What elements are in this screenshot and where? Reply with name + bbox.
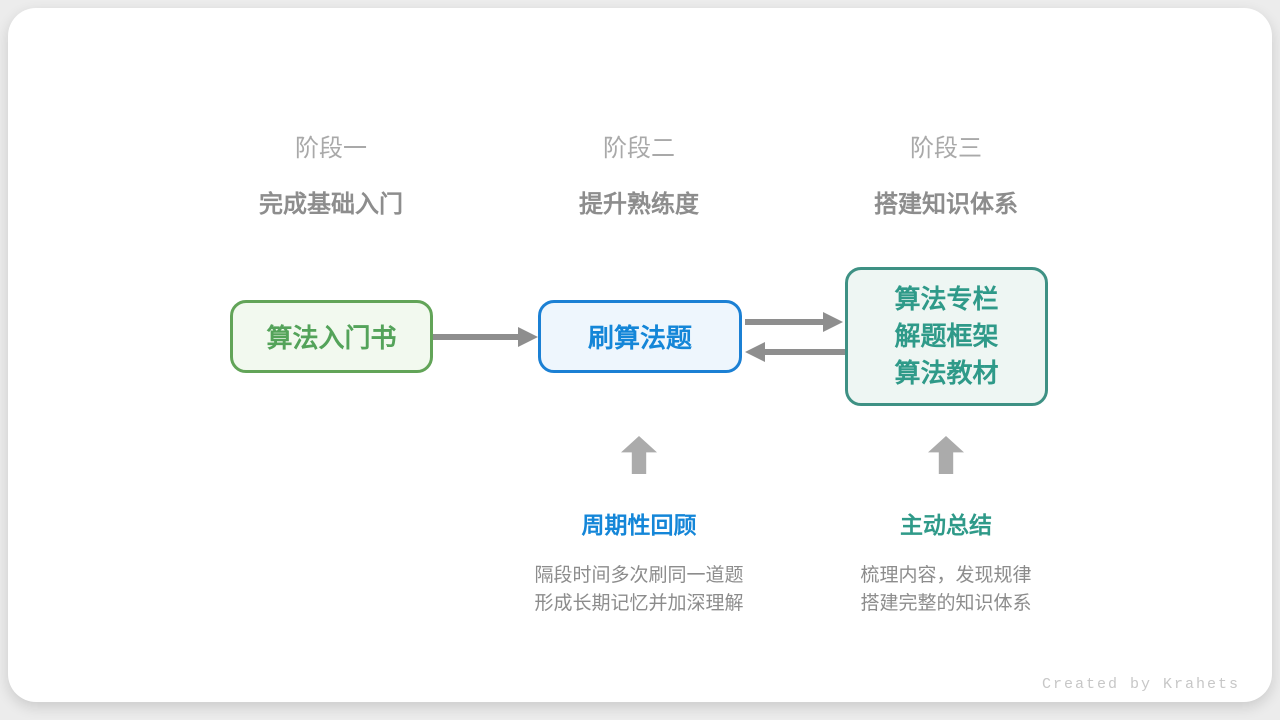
annotation-active-summary-desc: 梳理内容，发现规律 搭建完整的知识体系 bbox=[786, 562, 1106, 618]
arrow-head-right-icon bbox=[823, 312, 843, 332]
node-algorithm-intro-book-label: 算法入门书 bbox=[266, 323, 397, 353]
stage-2-label: 阶段二 bbox=[603, 135, 675, 162]
annotation-periodic-review-desc-line-1: 隔段时间多次刷同一道题 bbox=[534, 565, 744, 586]
annotation-active-summary-desc-line-1: 梳理内容，发现规律 bbox=[860, 565, 1032, 586]
node-algorithm-intro-book: 算法入门书 bbox=[230, 300, 433, 373]
arrow-shaft bbox=[763, 349, 845, 355]
stage-1-label: 阶段一 bbox=[295, 135, 367, 162]
arrow-shaft bbox=[745, 319, 825, 325]
annotation-periodic-review-desc: 隔段时间多次刷同一道题 形成长期记忆并加深理解 bbox=[479, 562, 799, 618]
stage-3-subtitle: 搭建知识体系 bbox=[874, 191, 1018, 218]
arrow-node3-to-node2 bbox=[745, 342, 845, 362]
node-knowledge-resources-line-3: 算法教材 bbox=[894, 358, 999, 388]
annotation-active-summary: 主动总结 梳理内容，发现规律 搭建完整的知识体系 bbox=[786, 506, 1106, 618]
stage-header-2: 阶段二 提升熟练度 bbox=[509, 128, 769, 219]
node-knowledge-resources: 算法专栏 解题框架 算法教材 bbox=[845, 267, 1048, 406]
node-knowledge-resources-line-1: 算法专栏 bbox=[894, 284, 999, 314]
arrow-node1-to-node2 bbox=[433, 327, 538, 347]
credit-text: Created by Krahets bbox=[1041, 676, 1240, 693]
annotation-periodic-review-desc-line-2: 形成长期记忆并加深理解 bbox=[534, 593, 744, 614]
node-practice-problems-label: 刷算法题 bbox=[587, 323, 692, 353]
arrow-node2-to-node3 bbox=[745, 312, 845, 332]
stage-1-subtitle: 完成基础入门 bbox=[259, 191, 403, 218]
arrow-shaft bbox=[433, 334, 520, 340]
node-practice-problems: 刷算法题 bbox=[538, 300, 742, 373]
stage-header-1: 阶段一 完成基础入门 bbox=[201, 128, 461, 219]
annotation-active-summary-title: 主动总结 bbox=[900, 512, 992, 538]
stage-header-3: 阶段三 搭建知识体系 bbox=[816, 128, 1076, 219]
annotation-periodic-review-title: 周期性回顾 bbox=[581, 512, 697, 538]
arrow-head-right-icon bbox=[518, 327, 538, 347]
arrow-head-left-icon bbox=[745, 342, 765, 362]
annotation-active-summary-desc-line-2: 搭建完整的知识体系 bbox=[860, 593, 1032, 614]
stage-3-label: 阶段三 bbox=[910, 135, 982, 162]
node-knowledge-resources-line-2: 解题框架 bbox=[894, 321, 999, 351]
stage-2-subtitle: 提升熟练度 bbox=[579, 191, 699, 218]
annotation-periodic-review: 周期性回顾 隔段时间多次刷同一道题 形成长期记忆并加深理解 bbox=[479, 506, 799, 618]
